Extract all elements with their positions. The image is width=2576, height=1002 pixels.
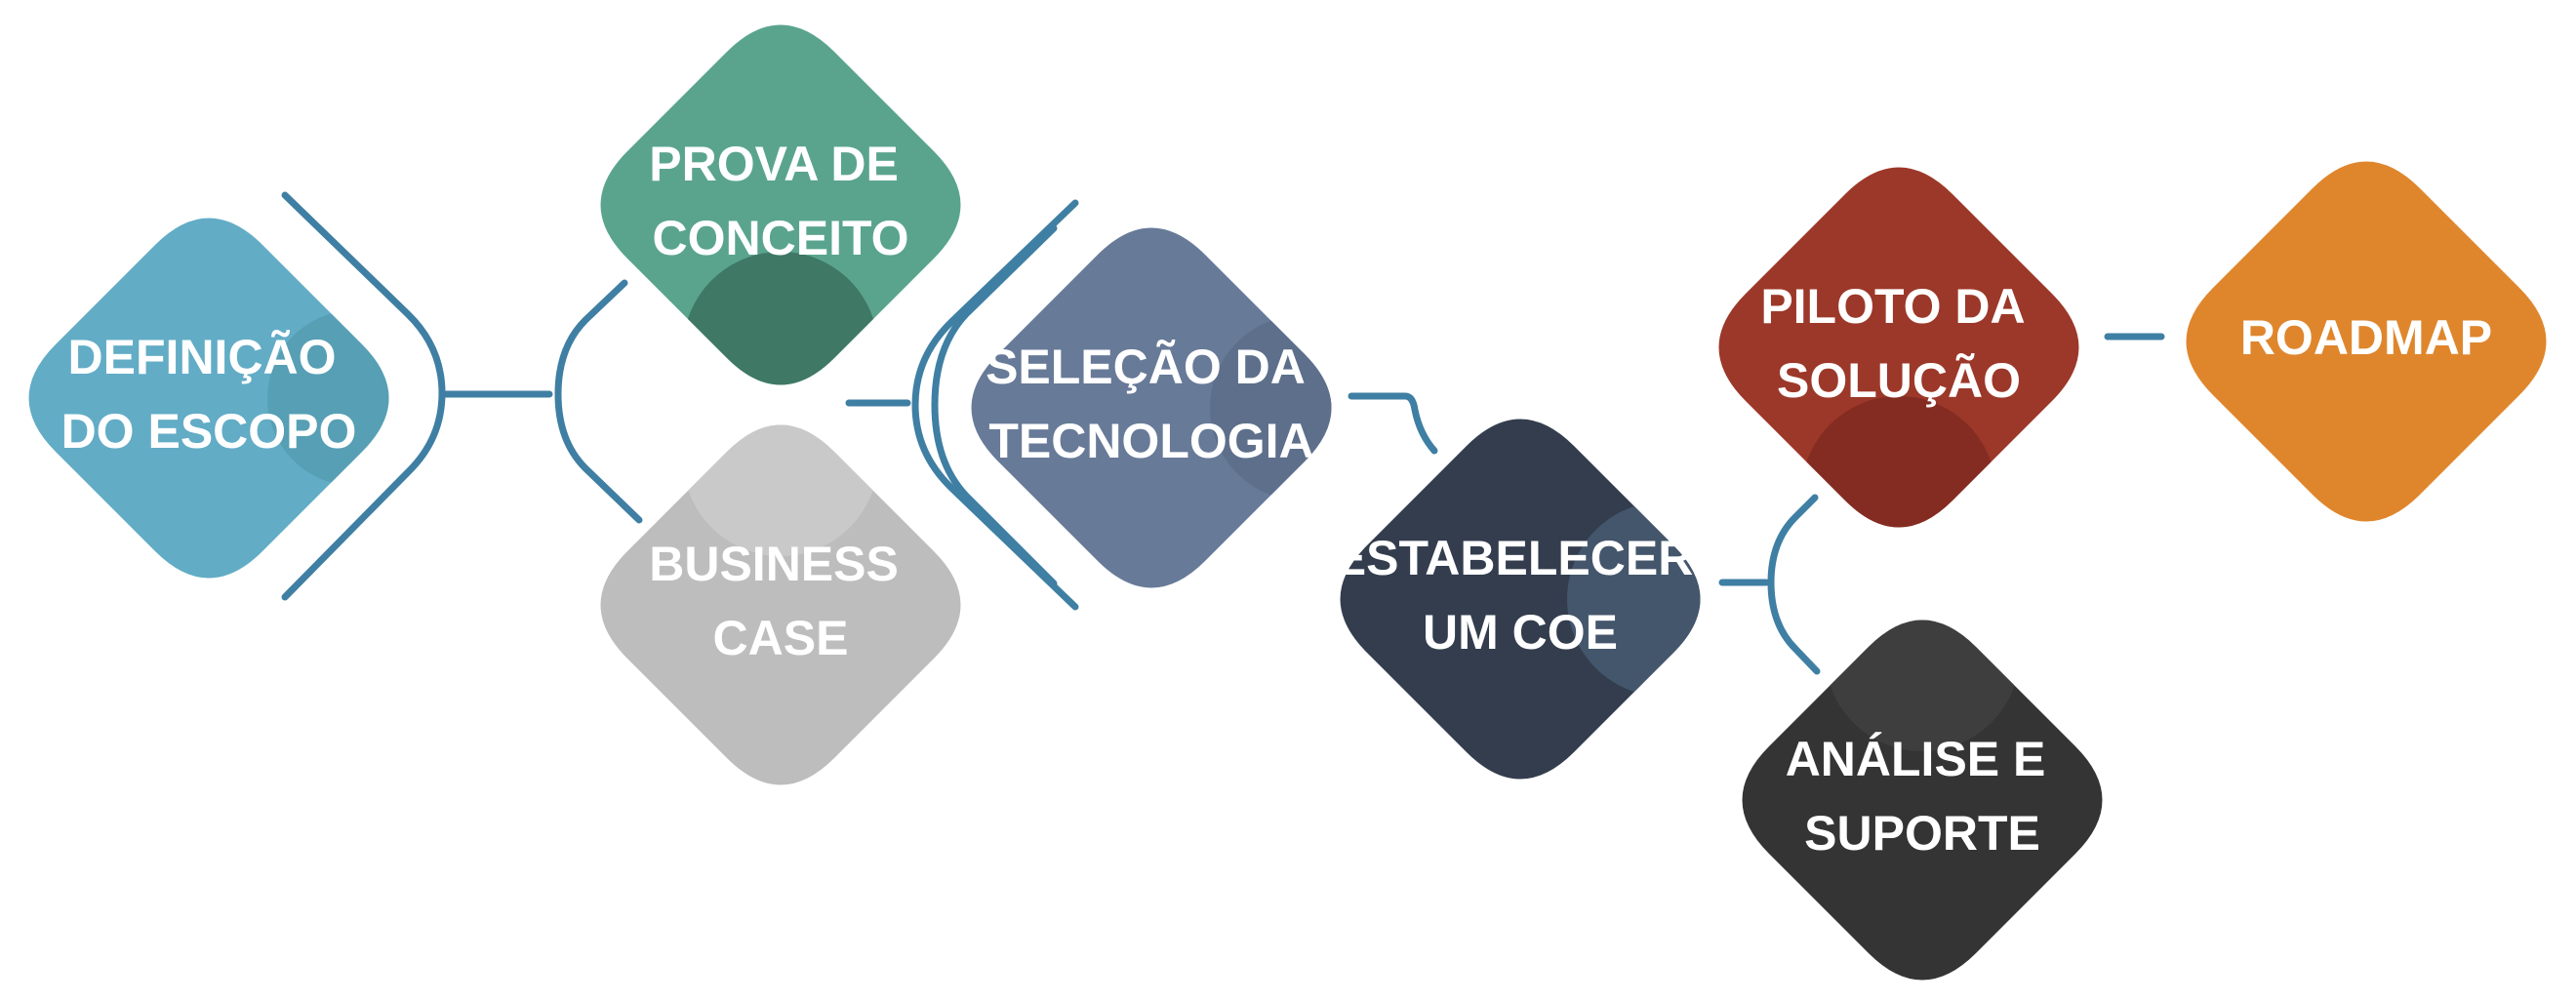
node-label-line: ANÁLISE E (1786, 732, 2046, 786)
node-roadmap: ROADMAP (2186, 161, 2547, 522)
node-label-line: ESTABELECER (1334, 531, 1694, 585)
node-label-line: CONCEITO (653, 211, 909, 265)
node-estabelecer-um-coe-label: ESTABELECER UM COE (1334, 531, 1707, 660)
node-analise-e-suporte-label: ANÁLISE E SUPORTE (1786, 732, 2060, 861)
node-label-line: PILOTO DA (1760, 279, 2024, 334)
node-business-case: BUSINESS CASE (600, 424, 961, 785)
node-piloto-da-solucao: PILOTO DA SOLUÇÃO (1718, 167, 2079, 528)
connector-bracket-2a (911, 199, 1079, 611)
connectors (281, 191, 2165, 675)
node-prova-de-conceito-label: PROVA DE CONCEITO (649, 137, 912, 265)
node-label-line: SELEÇÃO DA (986, 340, 1305, 394)
node-piloto-da-solucao-label: PILOTO DA SOLUÇÃO (1760, 279, 2036, 408)
connector-fork-2 (1767, 494, 1821, 675)
node-label-line: PROVA DE (649, 137, 899, 191)
node-definicao-do-escopo-label: DEFINIÇÃO DO ESCOPO (61, 330, 357, 459)
process-nodes: DEFINIÇÃO DO ESCOPO PROVA DE CONCEITO BU… (28, 24, 2547, 981)
connector-fork-1 (554, 279, 643, 524)
node-label-line: BUSINESS (649, 537, 899, 591)
node-label-line: CASE (713, 611, 849, 665)
node-roadmap-label: ROADMAP (2240, 310, 2492, 365)
connector-line-3 (1348, 392, 1438, 455)
node-selecao-da-tecnologia-label: SELEÇÃO DA TECNOLOGIA (986, 340, 1317, 468)
node-label-line: DEFINIÇÃO (68, 330, 337, 384)
node-label-line: SOLUÇÃO (1777, 353, 2021, 408)
node-selecao-da-tecnologia: SELEÇÃO DA TECNOLOGIA (971, 227, 1332, 588)
node-definicao-do-escopo: DEFINIÇÃO DO ESCOPO (28, 218, 389, 579)
node-label-line: ROADMAP (2240, 310, 2492, 365)
node-business-case-label: BUSINESS CASE (649, 537, 912, 665)
node-prova-de-conceito: PROVA DE CONCEITO (600, 24, 961, 385)
node-analise-e-suporte: ANÁLISE E SUPORTE (1742, 620, 2103, 981)
node-label-line: TECNOLOGIA (988, 414, 1313, 468)
node-label-line: DO ESCOPO (61, 404, 357, 459)
node-label-line: UM COE (1423, 605, 1618, 660)
node-label-line: SUPORTE (1804, 806, 2040, 861)
connector-bracket-2b (931, 224, 1058, 587)
node-estabelecer-um-coe: ESTABELECER UM COE (1334, 419, 1707, 780)
